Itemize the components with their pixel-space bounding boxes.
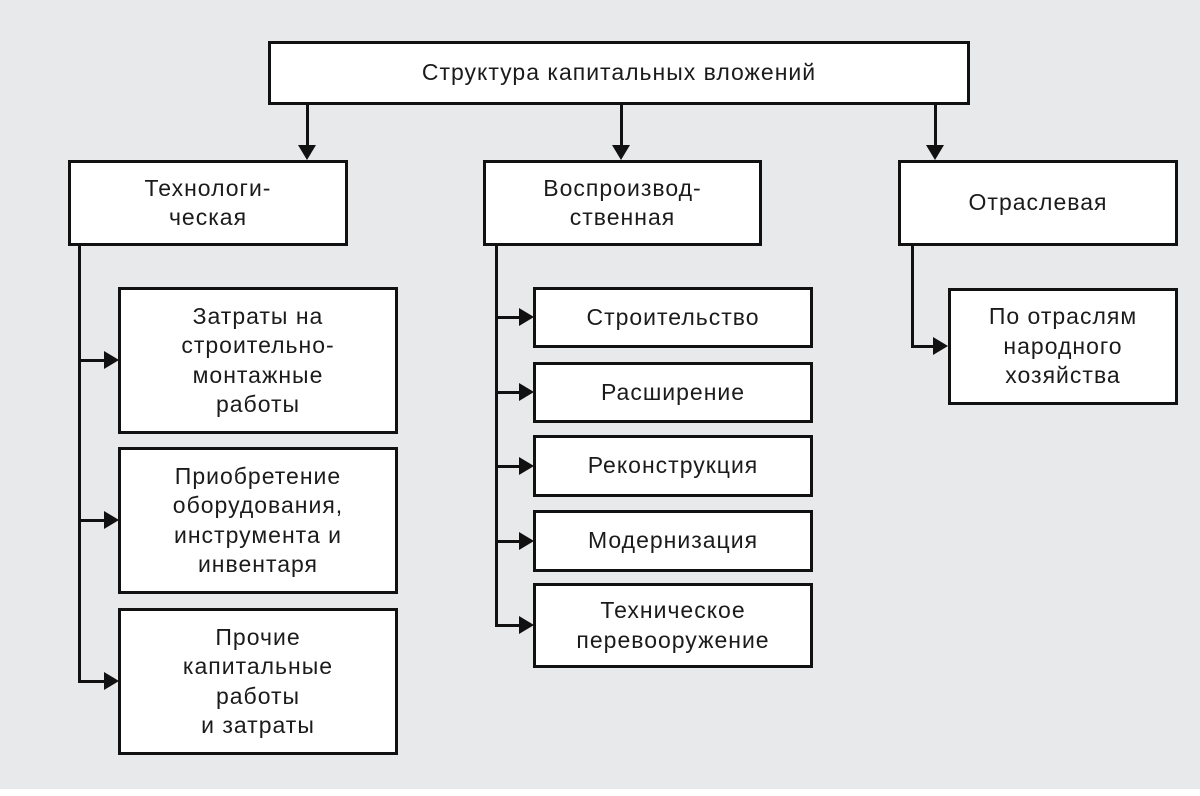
technological-stub-3-arrowhead: [104, 672, 119, 690]
reproductive-stub-4-arrowhead: [519, 532, 534, 550]
technological-spine-line: [78, 246, 81, 683]
connector-root-to-technological-line: [306, 105, 309, 147]
connector-root-to-reproductive-line: [620, 105, 623, 147]
bottom-white-strip: [0, 789, 1200, 796]
technological-stub-2-arrowhead: [104, 511, 119, 529]
sectoral-stub-1-arrowhead: [933, 337, 948, 355]
node-technical-reequipment: Техническое перевооружение: [533, 583, 813, 668]
reproductive-stub-1-line: [495, 316, 521, 319]
connector-root-to-technological-arrowhead: [298, 145, 316, 160]
node-reproductive: Воспроизвод- ственная: [483, 160, 762, 246]
reproductive-stub-2-arrowhead: [519, 383, 534, 401]
technological-stub-3-line: [78, 680, 106, 683]
reproductive-stub-5-line: [495, 624, 521, 627]
reproductive-stub-5-arrowhead: [519, 616, 534, 634]
node-root: Структура капитальных вложений: [268, 41, 970, 105]
sectoral-spine-line: [911, 245, 914, 348]
sectoral-stub-1-line: [911, 345, 937, 348]
reproductive-stub-4-line: [495, 540, 521, 543]
node-construction: Строительство: [533, 287, 813, 348]
technological-stub-2-line: [78, 519, 106, 522]
reproductive-stub-3-line: [495, 465, 521, 468]
node-expansion: Расширение: [533, 362, 813, 423]
connector-root-to-reproductive-arrowhead: [612, 145, 630, 160]
reproductive-stub-2-line: [495, 391, 521, 394]
node-modernization: Модернизация: [533, 510, 813, 572]
node-equipment-acquisition: Приобретение оборудования, инструмента и…: [118, 447, 398, 594]
node-construction-installation-costs: Затраты на строительно- монтажные работы: [118, 287, 398, 434]
node-reconstruction: Реконструкция: [533, 435, 813, 497]
node-sectoral: Отраслевая: [898, 160, 1178, 246]
technological-stub-1-arrowhead: [104, 351, 119, 369]
reproductive-stub-1-arrowhead: [519, 308, 534, 326]
node-technological: Технологи- ческая: [68, 160, 348, 246]
reproductive-spine-line: [495, 246, 498, 627]
technological-stub-1-line: [78, 359, 106, 362]
connector-root-to-sectoral-arrowhead: [926, 145, 944, 160]
connector-root-to-sectoral-line: [934, 105, 937, 147]
node-other-capital-works: Прочие капитальные работы и затраты: [118, 608, 398, 755]
reproductive-stub-3-arrowhead: [519, 457, 534, 475]
node-national-economy-sectors: По отраслям народного хозяйства: [948, 288, 1178, 405]
